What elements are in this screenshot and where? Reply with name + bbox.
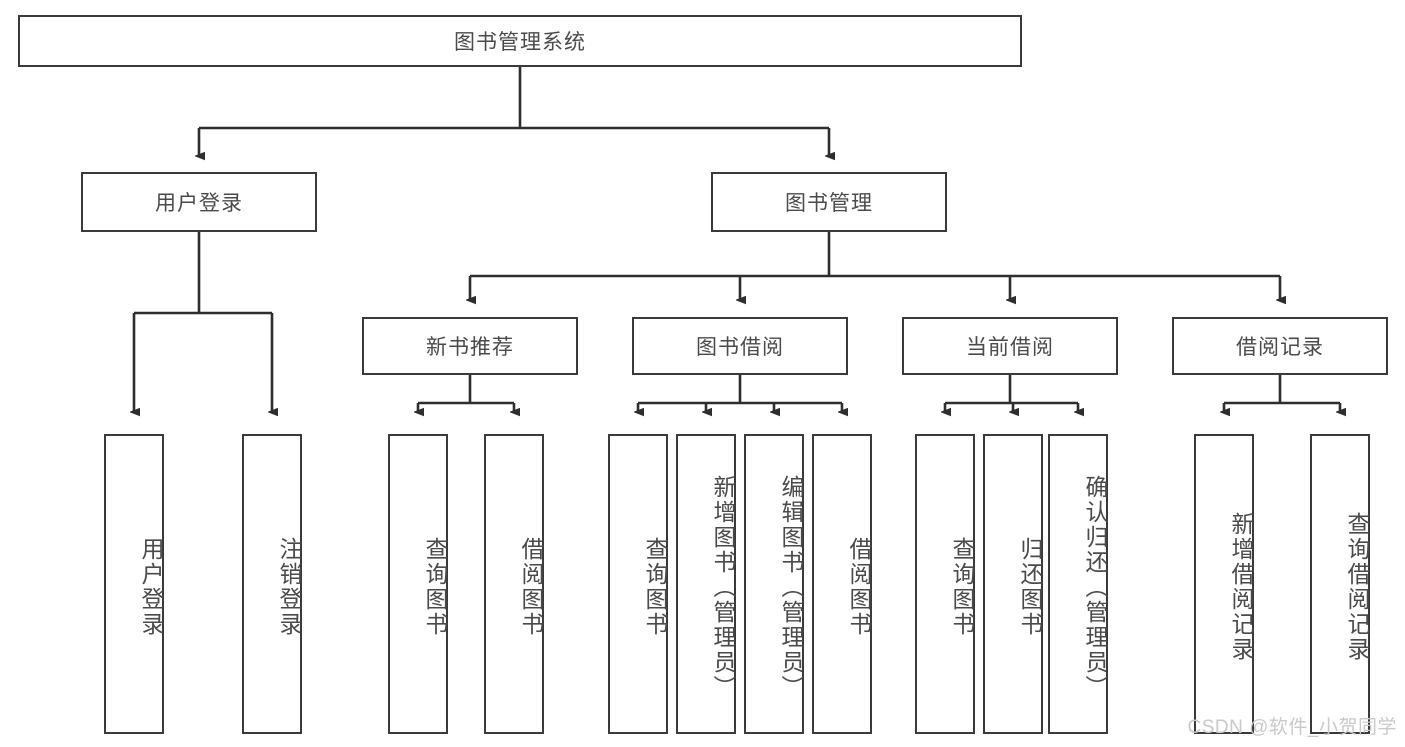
node-leaf-add-record[interactable]: 新增借阅记录 — [1194, 434, 1254, 734]
node-leaf-add-record-label: 新增借阅记录 — [1228, 512, 1254, 662]
node-root-system[interactable]: 图书管理系统 — [18, 15, 1022, 67]
node-leaf-edit-book[interactable]: 编辑图书（管理员） — [744, 434, 804, 734]
node-current-borrow-label: 当前借阅 — [966, 336, 1054, 359]
node-user-login-label: 用户登录 — [155, 192, 243, 215]
node-leaf-user-login-label: 用户登录 — [138, 537, 164, 637]
node-leaf-query-book-2-label: 查询图书 — [642, 537, 668, 637]
node-leaf-borrow-book-1-label: 借阅图书 — [518, 537, 544, 637]
node-leaf-confirm-return-label: 确认归还（管理员） — [1082, 474, 1108, 700]
node-leaf-query-book-1-label: 查询图书 — [422, 537, 448, 637]
node-leaf-query-record-label: 查询借阅记录 — [1344, 512, 1370, 662]
node-leaf-logout-login-label: 注销登录 — [276, 537, 302, 637]
node-borrow-record[interactable]: 借阅记录 — [1172, 317, 1388, 375]
node-leaf-edit-book-label: 编辑图书（管理员） — [778, 474, 804, 700]
node-leaf-borrow-book-1[interactable]: 借阅图书 — [484, 434, 544, 734]
node-new-book-recommend-label: 新书推荐 — [426, 336, 514, 359]
node-leaf-query-book-3[interactable]: 查询图书 — [915, 434, 975, 734]
node-leaf-query-book-2[interactable]: 查询图书 — [608, 434, 668, 734]
node-leaf-add-book-label: 新增图书（管理员） — [710, 474, 736, 700]
node-leaf-return-book-label: 归还图书 — [1017, 537, 1043, 637]
node-new-book-recommend[interactable]: 新书推荐 — [362, 317, 578, 375]
node-book-borrow-label: 图书借阅 — [696, 336, 784, 359]
node-root-system-label: 图书管理系统 — [454, 31, 586, 54]
node-leaf-return-book[interactable]: 归还图书 — [983, 434, 1043, 734]
node-user-login[interactable]: 用户登录 — [81, 172, 317, 232]
node-leaf-query-book-1[interactable]: 查询图书 — [388, 434, 448, 734]
node-leaf-borrow-book-2-label: 借阅图书 — [846, 537, 872, 637]
node-current-borrow[interactable]: 当前借阅 — [902, 317, 1118, 375]
node-leaf-logout-login[interactable]: 注销登录 — [242, 434, 302, 734]
node-leaf-query-book-3-label: 查询图书 — [949, 537, 975, 637]
node-book-management-label: 图书管理 — [785, 192, 873, 215]
node-leaf-query-record[interactable]: 查询借阅记录 — [1310, 434, 1370, 734]
node-leaf-user-login[interactable]: 用户登录 — [104, 434, 164, 734]
node-borrow-record-label: 借阅记录 — [1236, 336, 1324, 359]
node-book-management[interactable]: 图书管理 — [711, 172, 947, 232]
node-leaf-borrow-book-2[interactable]: 借阅图书 — [812, 434, 872, 734]
watermark-text: CSDN @软件_小贺同学 — [1187, 717, 1397, 738]
node-leaf-confirm-return[interactable]: 确认归还（管理员） — [1048, 434, 1108, 734]
node-book-borrow[interactable]: 图书借阅 — [632, 317, 848, 375]
node-leaf-add-book[interactable]: 新增图书（管理员） — [676, 434, 736, 734]
